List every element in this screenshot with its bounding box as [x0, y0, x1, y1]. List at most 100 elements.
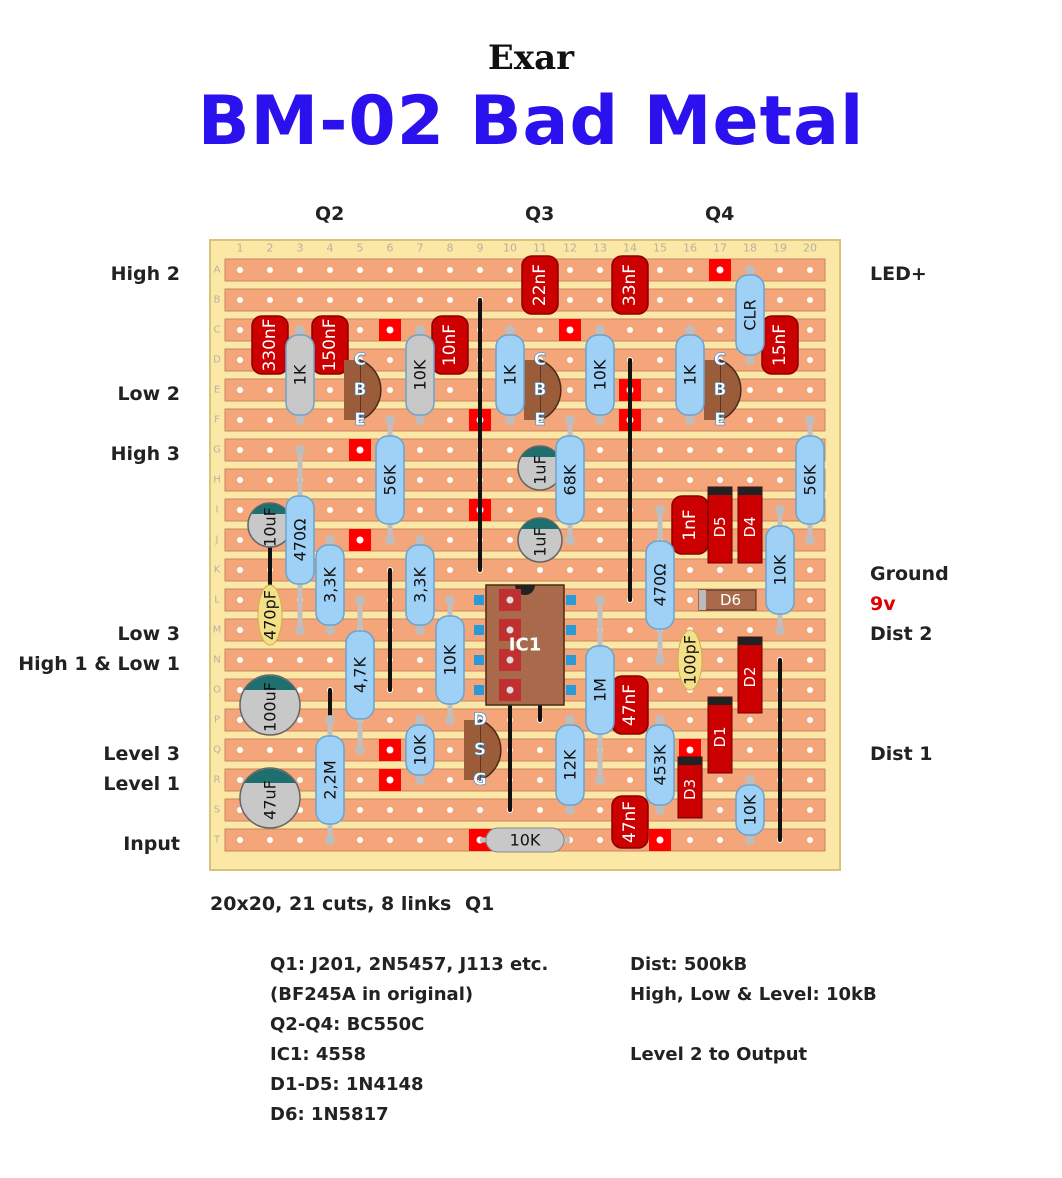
hole — [237, 627, 243, 633]
hole — [777, 477, 783, 483]
copper-strip — [224, 738, 826, 762]
hole — [657, 357, 663, 363]
hole — [357, 327, 363, 333]
row-letter: L — [214, 595, 220, 606]
capacitor-value: 10nF — [440, 324, 460, 366]
column-number: 13 — [593, 242, 607, 255]
resistor-value: 12K — [561, 749, 580, 780]
hole — [717, 777, 723, 783]
resistor-body — [405, 334, 435, 416]
hole — [267, 417, 273, 423]
transistor-pin: B — [534, 380, 547, 400]
board-summary: 20x20, 21 cuts, 8 links — [210, 893, 452, 915]
column-number: 5 — [357, 242, 364, 255]
diode-band — [738, 487, 762, 495]
hole — [657, 297, 663, 303]
hole — [267, 657, 273, 663]
resistor-body — [645, 540, 675, 630]
hole — [687, 297, 693, 303]
lead-end — [745, 835, 755, 845]
copper-strip — [224, 708, 826, 732]
hole — [807, 687, 813, 693]
hole — [417, 657, 423, 663]
diode-band — [708, 697, 732, 705]
lead-end — [325, 835, 335, 845]
row-letter: D — [213, 355, 221, 366]
lead-end — [565, 415, 575, 425]
column-number: 20 — [803, 242, 817, 255]
lead-end — [385, 535, 395, 545]
hole — [687, 837, 693, 843]
hole — [807, 717, 813, 723]
capacitor-value: 330nF — [260, 318, 280, 371]
lead-end — [595, 325, 605, 335]
film-capacitor — [521, 255, 559, 315]
row-letter: T — [213, 835, 221, 846]
hole — [567, 267, 573, 273]
cut-hole — [656, 836, 664, 844]
hole — [417, 297, 423, 303]
q1-label: Q1 — [465, 893, 495, 915]
column-number: 8 — [447, 242, 454, 255]
row-letter: R — [214, 775, 221, 786]
row-letter: B — [214, 295, 221, 306]
transistor-pin: S — [474, 740, 486, 760]
label-high2: High 2 — [110, 263, 180, 285]
hole — [297, 717, 303, 723]
row-letter: S — [214, 805, 220, 816]
note-line: D6: 1N5817 — [270, 1104, 389, 1125]
hole — [447, 447, 453, 453]
capacitor-value: 470pF — [261, 590, 280, 640]
hole — [627, 327, 633, 333]
ceramic-capacitor — [677, 629, 703, 691]
note-line: Q2-Q4: BC550C — [270, 1014, 425, 1035]
ic-pad-hole — [506, 626, 514, 634]
hole — [657, 417, 663, 423]
ic-pad-hole — [506, 596, 514, 604]
hole — [777, 387, 783, 393]
column-number: 14 — [623, 242, 637, 255]
hole — [687, 267, 693, 273]
ceramic-capacitor — [257, 584, 283, 646]
hole — [717, 807, 723, 813]
resistor-value: 10K — [771, 554, 790, 585]
ic-pin — [566, 595, 576, 605]
polarity-band — [244, 675, 296, 690]
hole — [327, 657, 333, 663]
diode-label: D3 — [681, 779, 699, 800]
hole — [597, 267, 603, 273]
cut-hole — [716, 266, 724, 274]
column-number: 6 — [387, 242, 394, 255]
label-input: Input — [123, 833, 180, 855]
resistor-body — [315, 544, 345, 626]
copper-strip — [224, 318, 826, 342]
hole — [507, 567, 513, 573]
note-line: IC1: 4558 — [270, 1044, 366, 1065]
lead-end — [655, 805, 665, 815]
hole — [357, 807, 363, 813]
hole — [237, 447, 243, 453]
hole — [537, 777, 543, 783]
resistor-value: 56K — [801, 464, 820, 495]
capacitor-value: 22nF — [530, 264, 550, 306]
hole — [237, 687, 243, 693]
hole — [477, 807, 483, 813]
hole — [567, 297, 573, 303]
row-letter: P — [214, 715, 220, 726]
hole — [237, 417, 243, 423]
column-number: 4 — [327, 242, 334, 255]
hole — [567, 357, 573, 363]
column-number: 1 — [237, 242, 244, 255]
lead-end — [415, 625, 425, 635]
hole — [357, 477, 363, 483]
cut-hole — [386, 776, 394, 784]
row-letter: H — [213, 475, 221, 486]
row-letter: J — [215, 535, 219, 546]
hole — [267, 837, 273, 843]
hole — [627, 747, 633, 753]
hole — [777, 297, 783, 303]
cut-hole — [386, 326, 394, 334]
hole — [747, 387, 753, 393]
lead-end — [685, 325, 695, 335]
